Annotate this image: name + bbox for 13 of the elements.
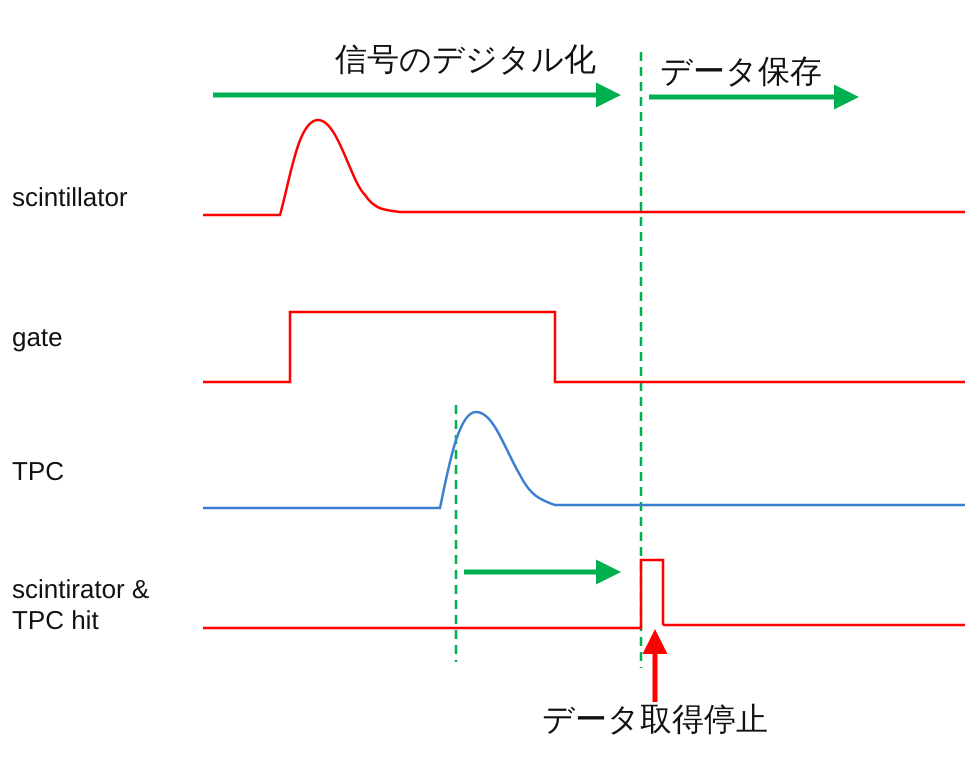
pulse [639, 558, 664, 630]
signal-label: gate [12, 322, 63, 354]
annotation-text: データ取得停止 [542, 700, 768, 738]
signal-label: TPC [12, 456, 64, 488]
phase-label: 信号のデジタル化 [335, 40, 596, 78]
arrow [213, 82, 621, 108]
arrow [464, 560, 621, 584]
signal-label: scintirator & TPC hit [12, 574, 150, 636]
phase-label: データ保存 [660, 52, 822, 90]
signal-label: scintillator [12, 182, 128, 214]
arrow [642, 629, 668, 702]
time-marker-line [640, 52, 642, 668]
time-marker-line [454, 405, 458, 662]
